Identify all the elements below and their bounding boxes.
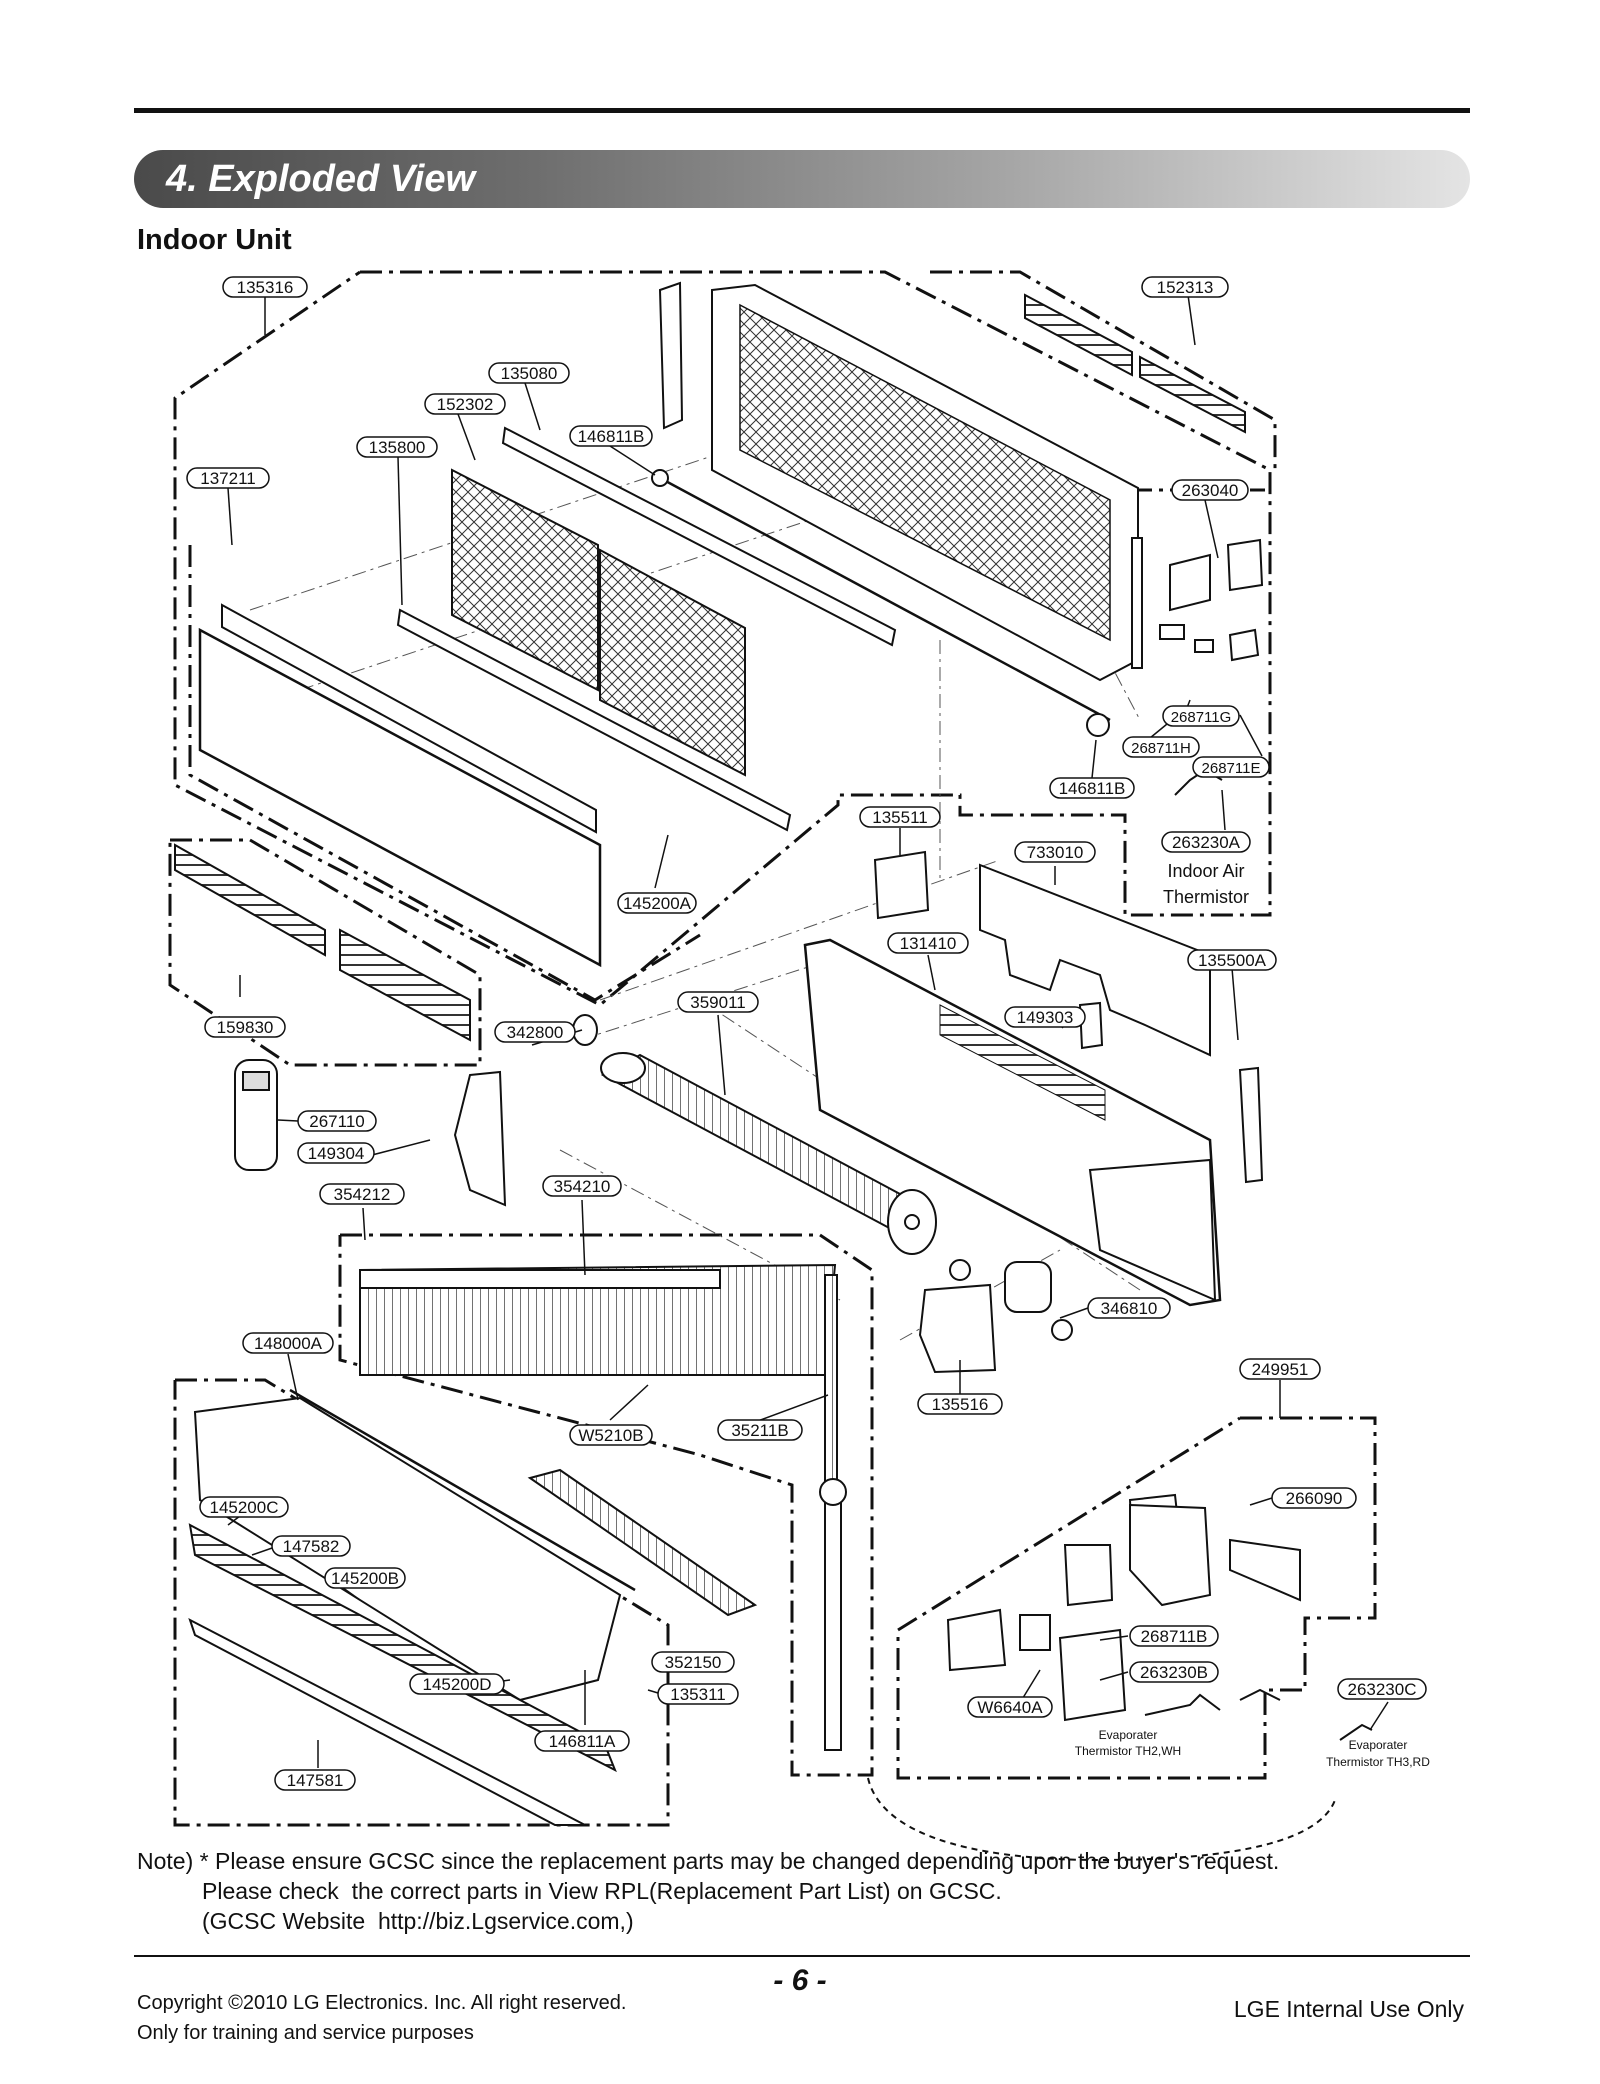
callout-145200d: 145200D [422,1675,491,1694]
callout-267110: 267110 [309,1112,364,1131]
footer-left: Copyright ©2010 LG Electronics. Inc. All… [137,1988,626,2048]
callout-733010: 733010 [1027,843,1084,862]
callout-labels: 135316 152313 135080 152302 146811B 1358… [200,278,1416,1790]
indoor-air-label-2: Thermistor [1163,887,1249,907]
callout-148000a: 148000A [254,1334,323,1353]
callout-263230b: 263230B [1140,1663,1208,1682]
callout-135500a: 135500A [1198,951,1267,970]
internal-use-text: LGE Internal Use Only [1233,1996,1464,2022]
callout-346810: 346810 [1101,1299,1158,1318]
lower-frame [193,1396,622,1702]
callout-263230a: 263230A [1172,833,1241,852]
callout-147581: 147581 [287,1771,344,1790]
callout-352150: 352150 [665,1653,722,1672]
callout-342800: 342800 [507,1023,564,1042]
callout-w6640a: W6640A [977,1698,1043,1717]
callout-135516: 135516 [932,1395,989,1414]
evap-th3-label-1: Evaporater [1349,1738,1408,1752]
front-panel [198,627,602,968]
evap-th2-label-2: Thermistor TH2,WH [1075,1744,1181,1758]
evap-th3-label-2: Thermistor TH3,RD [1326,1755,1430,1769]
callout-146811b-top: 146811B [578,427,645,446]
callout-268711g: 268711G [1171,709,1232,726]
footer-rule [134,1955,1470,1957]
callout-266090: 266090 [1286,1489,1343,1508]
callout-263040: 263040 [1182,481,1239,500]
filter-right [599,548,746,777]
annotations: Indoor Air Thermistor Evaporater Thermis… [1075,861,1430,1769]
callout-152302: 152302 [437,395,494,414]
callout-268711h: 268711H [1131,740,1191,757]
callout-131410: 131410 [900,934,957,953]
callout-135080: 135080 [501,364,558,383]
callout-149303: 149303 [1017,1008,1074,1027]
wire-loop [867,1777,1336,1862]
callout-w5210b: W5210B [578,1426,643,1445]
note-line-2: Please check the correct parts in View R… [202,1878,1002,1904]
callout-135800: 135800 [369,438,426,457]
callouts [186,276,1427,1791]
callout-159830: 159830 [217,1018,274,1037]
parts-art [174,281,1373,1826]
callout-145200c: 145200C [209,1498,278,1517]
callout-249951: 249951 [1252,1360,1309,1379]
filter-left [451,468,599,692]
callout-359011: 359011 [690,993,745,1012]
callout-354210: 354210 [554,1177,611,1196]
purpose-text: Only for training and service purposes [137,2022,474,2044]
callout-35211b: 35211B [731,1421,788,1440]
callout-135311: 135311 [670,1685,725,1704]
evap-th2-label-1: Evaporater [1099,1728,1158,1742]
callout-147582: 147582 [283,1537,340,1556]
callout-354212: 354212 [334,1185,391,1204]
group-boundaries [168,270,1377,1827]
callout-263230c: 263230C [1347,1680,1416,1699]
note-line-3: (GCSC Website http://biz.Lgservice.com,) [202,1908,634,1934]
page-number: - 6 - [773,1964,827,1997]
callout-146811a: 146811A [549,1732,616,1751]
section-banner [134,150,1470,208]
subtitle: Indoor Unit [137,224,292,256]
callout-149304: 149304 [308,1144,365,1163]
callout-146811b-mid: 146811B [1059,779,1126,798]
callout-135511: 135511 [872,808,927,827]
callout-137211: 137211 [200,469,255,488]
section-title: 4. Exploded View [166,158,476,200]
callout-145200b: 145200B [331,1569,399,1588]
callout-268711e: 268711E [1202,760,1261,777]
indoor-air-label-1: Indoor Air [1167,861,1244,881]
callout-268711b: 268711B [1141,1627,1208,1646]
note-line-1: Note) * Please ensure GCSC since the rep… [137,1848,1280,1874]
callout-135316: 135316 [237,278,294,297]
callout-145200a: 145200A [623,894,692,913]
copyright-text: Copyright ©2010 LG Electronics. Inc. All… [137,1992,627,2014]
cross-flow-fan [572,1014,937,1255]
callout-152313: 152313 [1157,278,1214,297]
top-rule [134,108,1470,113]
